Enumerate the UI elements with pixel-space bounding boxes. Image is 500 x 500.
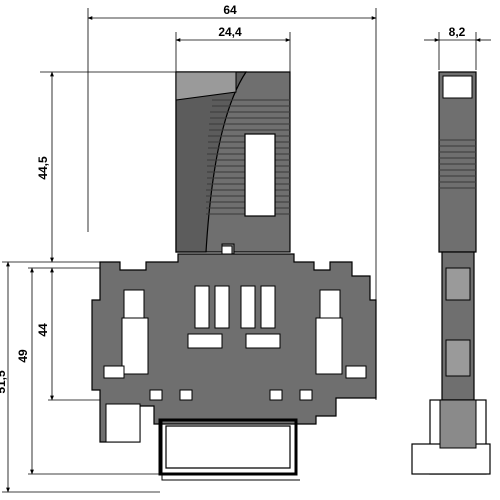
dim-height-49: 49 (16, 349, 30, 363)
dim-overall-width: 64 (223, 3, 237, 17)
dim-fuse-height: 44,5 (36, 156, 50, 180)
dim-height-44: 44 (36, 323, 50, 337)
dim-height-51-5: 51,5 (0, 370, 8, 394)
dim-side-width: 8,2 (449, 25, 466, 39)
front-view (91, 71, 377, 481)
fuse-window (244, 133, 276, 217)
din-rail (158, 418, 300, 481)
dim-fuse-width: 24,4 (218, 25, 242, 39)
dimension-lines (2, 8, 491, 493)
fuse-plug (175, 71, 291, 259)
terminal-housing (91, 245, 377, 443)
side-view (411, 71, 491, 475)
